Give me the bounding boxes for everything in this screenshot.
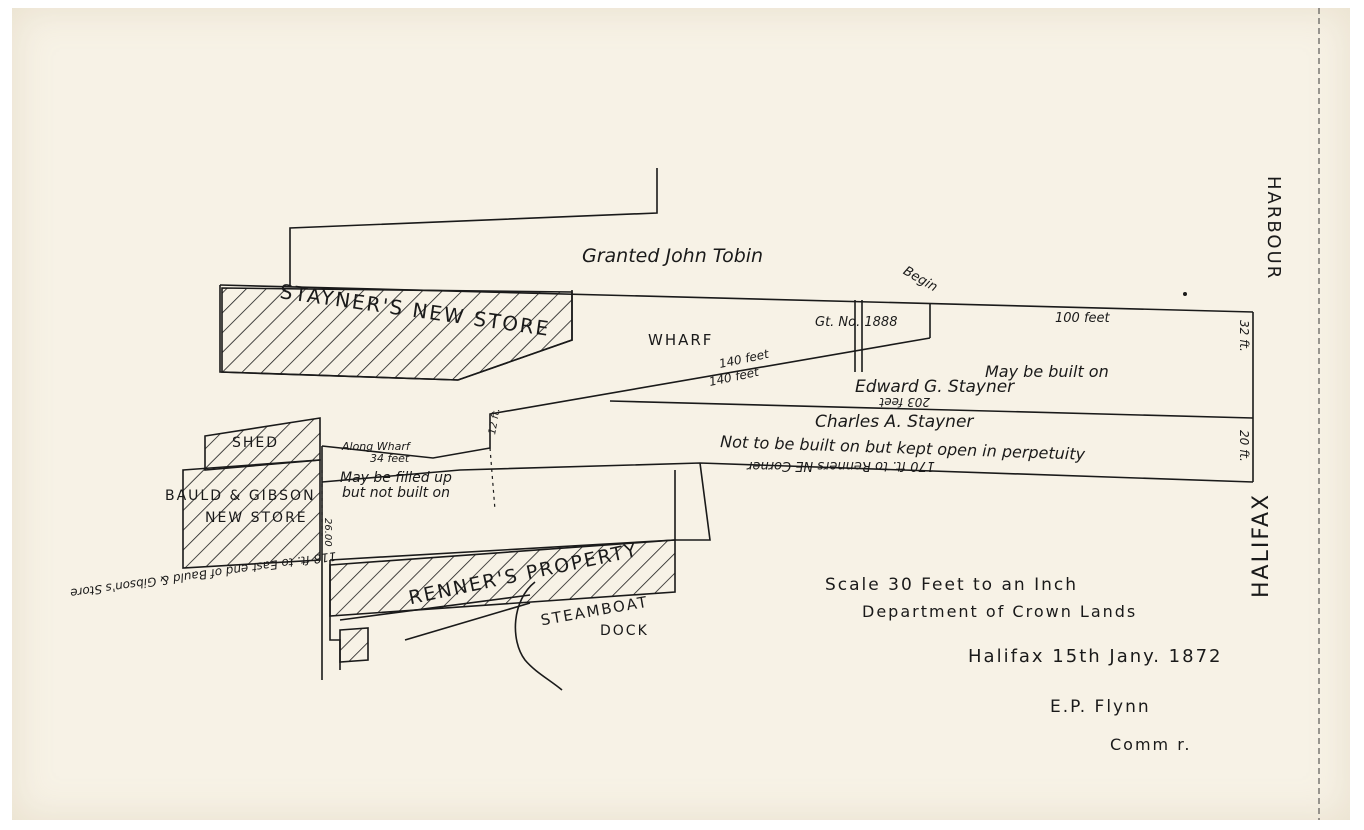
- dotted-lines: [321, 447, 496, 540]
- plan-labels: Granted John Tobin STAYNER'S NEW STORE W…: [69, 176, 1284, 639]
- feet-100-label: 100 feet: [1055, 311, 1111, 326]
- charles-label: Charles A. Stayner: [815, 412, 974, 432]
- harbour-label: HARBOUR: [1263, 176, 1284, 280]
- not-built-short-label: but not built on: [342, 485, 450, 501]
- new-store-label: NEW STORE: [205, 510, 308, 526]
- department-text: Department of Crown Lands: [862, 602, 1137, 621]
- feet-32-label: 32 ft.: [1237, 320, 1251, 352]
- edward-label: Edward G. Stayner: [855, 377, 1015, 397]
- scale-text: Scale 30 Feet to an Inch: [825, 575, 1078, 595]
- may-be-built-label: May be built on: [985, 362, 1109, 381]
- feet-12-label: 12 ft.: [487, 407, 502, 435]
- feet-203-label: 203 feet: [878, 395, 930, 409]
- renners-property-block: [329, 539, 676, 617]
- feet-140-b-label: 140 feet: [708, 364, 761, 388]
- bauld-gibson-label: BAULD & GIBSON: [165, 488, 316, 504]
- feet-20-label: 20 ft.: [1237, 430, 1251, 462]
- signature-text: E.P. Flynn: [1050, 697, 1151, 717]
- small-block: [339, 627, 369, 663]
- granted-label: Granted John Tobin: [582, 245, 763, 267]
- stayners-new-store-block: [221, 287, 573, 381]
- wharf-label: WHARF: [648, 331, 713, 349]
- title-block: Scale 30 Feet to an Inch Department of C…: [825, 575, 1223, 754]
- along-wharf-label: Along Wharf: [341, 440, 412, 453]
- survey-point: [1183, 292, 1187, 296]
- place-date-text: Halifax 15th Jany. 1872: [968, 646, 1223, 667]
- commissioner-text: Comm r.: [1110, 735, 1191, 754]
- dock-label: DOCK: [600, 623, 649, 639]
- begin-label: Begin: [900, 264, 940, 296]
- shed-label: SHED: [232, 435, 279, 451]
- may-be-filled-label: May be filled up: [340, 470, 452, 486]
- feet-26-label: 26.00: [322, 518, 333, 547]
- halifax-side-label: HALIFAX: [1249, 493, 1274, 598]
- bauld-gibson-block: [182, 459, 321, 569]
- hatched-buildings: [182, 287, 676, 663]
- grant-number-label: Gt. No. 1888: [815, 315, 897, 330]
- to-renners-label: 170 ft. to Renners NE Corner: [745, 458, 935, 473]
- feet-34-label: 34 feet: [370, 452, 410, 465]
- sheet-edge: [1318, 8, 1320, 820]
